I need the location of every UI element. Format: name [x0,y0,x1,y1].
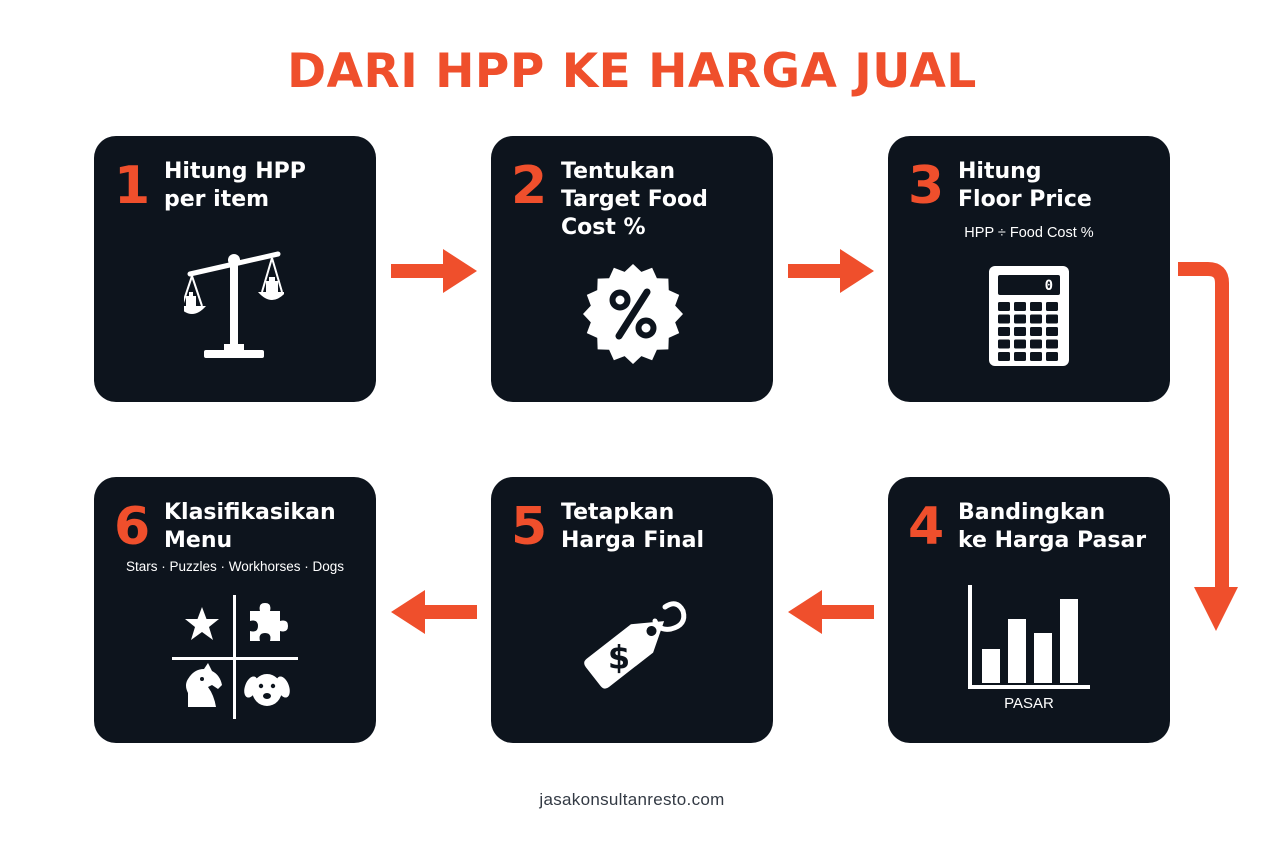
calculator-key [1014,352,1026,361]
step-title: Tentukan Target Food Cost % [561,159,708,240]
step-number: 1 [114,156,151,216]
arrow-left-4-to-5 [788,590,874,634]
arrow-right-2-to-3 [788,249,874,293]
step-card-3: 3 Hitung Floor Price HPP ÷ Food Cost % 0 [888,136,1170,402]
step-title: Hitung Floor Price [958,159,1092,212]
bar-chart-icon [968,585,1090,689]
calculator-key [1046,314,1058,324]
step-card-6: 6 Klasifikasikan Menu Stars · Puzzles · … [94,477,376,743]
calculator-key [1014,314,1026,324]
step-subtitle: HPP ÷ Food Cost % [964,225,1094,241]
star-icon [185,607,219,640]
calculator-key [998,352,1010,361]
step-card-5: 5 Tetapkan Harga Final $ [491,477,773,743]
tag-symbol: $ [608,639,630,677]
step-title: Hitung HPP per item [164,159,306,212]
calculator-key [1030,352,1042,361]
calculator-key [1046,352,1058,361]
percent-badge-icon [583,264,683,364]
calculator-key [1046,339,1058,349]
calculator-key [998,339,1010,349]
puzzle-icon [250,603,288,641]
menu-matrix-icon [172,595,298,719]
page-title: DARI HPP KE HARGA JUAL [287,44,977,99]
step-title: Tetapkan Harga Final [561,500,704,553]
calculator-key [998,314,1010,324]
step-card-1: 1 Hitung HPP per item [94,136,376,402]
balance-scale-icon [184,251,284,358]
step-number: 2 [511,156,548,216]
step-number: 6 [114,497,151,557]
footer-website: jasakonsultanresto.com [539,790,725,809]
calculator-key [998,327,1010,336]
horse-icon [186,663,222,707]
arrow-left-5-to-6 [391,590,477,634]
calculator-key [1014,327,1026,336]
calculator-key [1030,339,1042,349]
arrow-down-3-to-4 [1178,262,1238,631]
step-subtitle: Stars · Puzzles · Workhorses · Dogs [125,559,345,574]
calculator-key [1014,302,1026,311]
arrow-right-1-to-2 [391,249,477,293]
calculator-key [998,302,1010,311]
step-card-4: 4 Bandingkan ke Harga Pasar PASAR [888,477,1170,743]
step-number: 5 [511,497,548,557]
calculator-display: 0 [1045,278,1053,294]
step-number: 3 [908,156,945,216]
step-title: Bandingkan ke Harga Pasar [958,500,1147,553]
calculator-key [1030,327,1042,336]
step-number: 4 [908,497,945,557]
price-tag-icon: $ [584,601,687,689]
calculator-key [1046,327,1058,336]
dog-icon [244,674,290,706]
step-title: Klasifikasikan Menu [164,500,336,553]
calculator-icon: 0 [989,266,1069,366]
calculator-key [1014,339,1026,349]
step-card-2: 2 Tentukan Target Food Cost % [491,136,773,402]
calculator-key [1046,302,1058,311]
calculator-key [1030,302,1042,311]
chart-label: PASAR [1004,695,1054,712]
calculator-key [1030,314,1042,324]
